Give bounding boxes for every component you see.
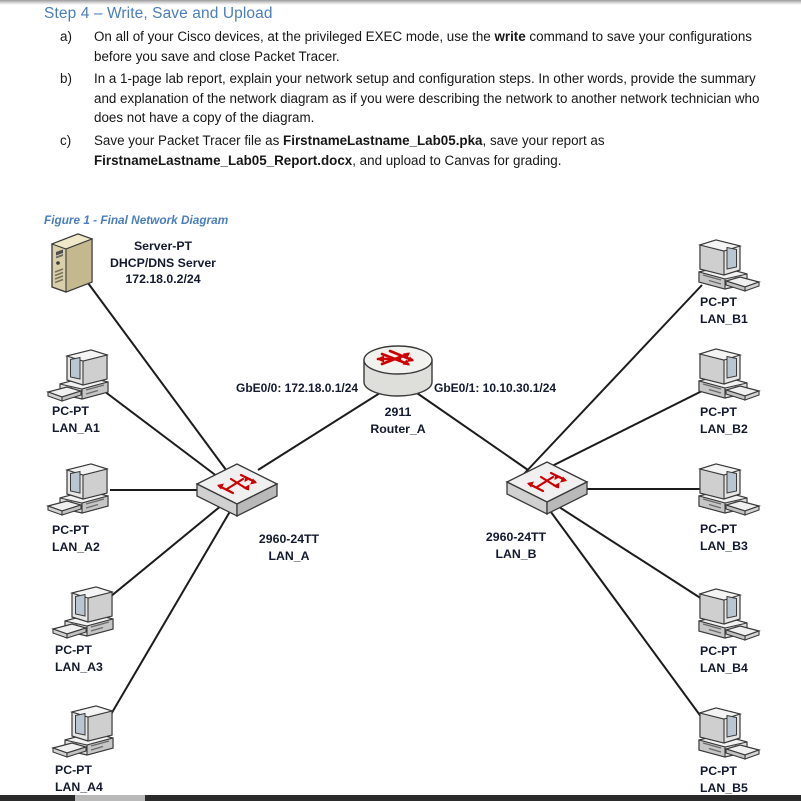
pc-icon [46,346,114,404]
node-label-line: PC-PT [700,522,737,536]
node-label-line: LAN_B3 [700,538,748,553]
top-chrome-strip [0,0,801,5]
interface-label-gbe0-0: GbE0/0: 172.18.0.1/24 [236,381,359,395]
pc-icon [693,585,761,643]
node-label-line: LAN_A3 [55,659,103,674]
bottom-chrome-highlight [75,795,145,801]
network-link [109,504,223,598]
node-label-line: LAN_B1 [700,311,748,326]
bottom-chrome-strip [0,795,801,801]
pc-icon [51,702,119,760]
network-link [257,390,384,471]
body-text: In a 1-page lab report, explain your net… [94,71,760,126]
pc-icon [693,345,761,403]
figure-caption: Figure 1 - Final Network Diagram [44,213,229,227]
emphasis-text: FirstnameLastname_Lab05.pka [283,132,483,148]
instruction-list: a) On all of your Cisco devices, at the p… [60,27,760,173]
node-label-line: PC-PT [55,763,92,777]
node-label-pc-a4: PC-PT LAN_A4 [55,762,103,795]
node-label-pc-a1: PC-PT LAN_A1 [52,403,100,436]
list-item-text: Save your Packet Tracer file as Firstnam… [94,131,760,170]
network-link [521,390,703,482]
pc-icon [693,460,761,518]
node-label-pc-b4: PC-PT LAN_B4 [700,643,748,676]
node-label-line: PC-PT [52,404,89,418]
switch-icon [193,456,281,524]
node-label-line: 172.18.0.2/24 [125,272,201,286]
node-label-line: Server-PT [133,239,193,253]
node-label-line: LAN_B2 [700,421,748,436]
list-item-marker: a) [60,29,72,44]
node-label-line: PC-PT [52,523,89,537]
pc-icon [693,704,761,762]
node-label-line: PC-PT [55,643,92,657]
network-link [555,504,703,600]
node-label-line: LAN_A4 [55,779,103,794]
node-label-line: LAN_B [495,546,537,561]
node-label-line: 2960-24TT [258,532,320,546]
list-item-text: In a 1-page lab report, explain your net… [94,69,760,128]
node-label-line: LAN_A2 [52,539,100,554]
node-label-line: 2911 [384,405,412,419]
node-label-line: PC-PT [700,295,737,309]
node-label-line: LAN_B4 [700,660,748,675]
node-label-server: Server-PT DHCP/DNS Server 172.18.0.2/24 [110,238,216,288]
node-label-line: LAN_A1 [52,420,100,435]
network-link [103,390,219,478]
emphasis-text: FirstnameLastname_Lab05_Report.docx [94,152,353,168]
node-label-line: LAN_B5 [700,780,748,795]
page-title: Step 4 – Write, Save and Upload [44,5,273,22]
network-link [547,507,703,719]
list-item: a) On all of your Cisco devices, at the p… [60,27,760,66]
network-link [87,282,233,479]
node-label-line: PC-PT [700,405,737,419]
node-label-pc-b1: PC-PT LAN_B1 [700,294,748,327]
node-label-pc-b2: PC-PT LAN_B2 [700,404,748,437]
pc-icon [693,236,761,294]
body-text: Save your Packet Tracer file as [94,132,284,148]
pc-icon [51,583,119,641]
switch-icon [503,454,591,522]
body-text: , save your report as [482,132,605,148]
emphasis-text: write [494,29,526,44]
node-label-line: 2960-24TT [485,530,547,544]
node-label-pc-a3: PC-PT LAN_A3 [55,642,103,675]
server-icon [48,230,96,294]
list-item-text: On all of your Cisco devices, at the pri… [94,27,760,66]
pc-icon [46,460,114,518]
body-text: , and upload to Canvas for grading. [352,152,562,168]
body-text: command to save your configurations befo… [94,29,752,64]
node-label-switch-a: 2960-24TT LAN_A [259,531,319,564]
router-icon [360,342,436,404]
interface-label-gbe0-1: GbE0/1: 10.10.30.1/24 [434,381,557,395]
node-label-switch-b: 2960-24TT LAN_B [486,529,546,562]
node-label-pc-b3: PC-PT LAN_B3 [700,521,748,554]
node-label-pc-b5: PC-PT LAN_B5 [700,763,748,796]
node-label-pc-a2: PC-PT LAN_A2 [52,522,100,555]
list-item-marker: c) [60,132,72,148]
node-label-line: PC-PT [700,644,737,658]
list-item: b) In a 1-page lab report, explain your n… [60,69,760,128]
node-label-line: PC-PT [700,764,737,778]
node-label-line: Router_A [370,421,426,436]
body-text: On all of your Cisco devices, at the pri… [94,29,495,44]
node-label-line: LAN_A [268,548,310,563]
network-link [413,390,529,471]
network-link [521,284,703,477]
list-item: c) Save your Packet Tracer file as Firstn… [60,131,760,170]
network-link [109,507,233,717]
node-label-line: DHCP/DNS Server [110,255,216,270]
list-item-marker: b) [60,71,72,87]
